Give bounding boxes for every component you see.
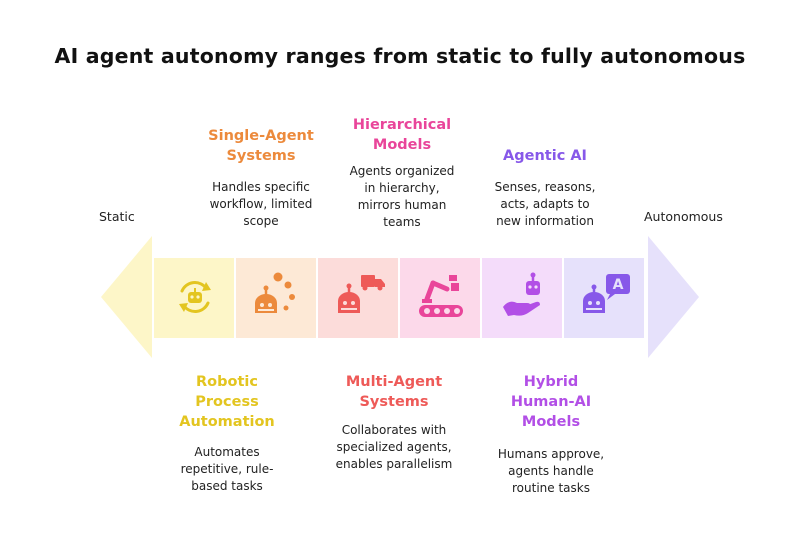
stage-hierarchical: Hierarchical Models Agents organized in …	[324, 115, 480, 231]
stage-hybrid: Hybrid Human-AI Models Humans approve, a…	[476, 372, 626, 497]
stage-hybrid-desc: Humans approve, agents handle routine ta…	[497, 447, 605, 495]
stage-hierarchical-title: Hierarchical Models	[352, 117, 452, 153]
stage-rpa-desc: Automates repetitive, rule- based tasks	[180, 445, 274, 493]
svg-text:A: A	[613, 277, 624, 293]
stage-multi-agent-title: Multi-Agent Systems	[345, 374, 443, 410]
spectrum-segment	[236, 258, 316, 338]
spectrum-segment	[400, 258, 480, 338]
spectrum-segment	[482, 258, 562, 338]
robot-speech-icon: A	[583, 274, 630, 313]
static-end-label: Static	[99, 209, 135, 224]
stage-single-agent: Single-Agent Systems Handles specific wo…	[186, 126, 336, 230]
stage-hierarchical-desc: Agents organized in hierarchy, mirrors h…	[349, 164, 455, 229]
stage-multi-agent-desc: Collaborates with specialized agents, en…	[335, 423, 453, 471]
stage-agentic-ai-desc: Senses, reasons, acts, adapts to new inf…	[494, 180, 596, 228]
robot-arm-conveyor-icon	[419, 275, 463, 317]
robot-dots-icon	[255, 272, 295, 313]
stage-rpa-title: Robotic Process Automation	[179, 374, 275, 430]
refresh-robot-icon	[179, 281, 211, 313]
left-arrowhead	[101, 236, 152, 358]
hand-robot-icon	[503, 272, 540, 316]
right-arrowhead	[648, 236, 699, 358]
stage-single-agent-desc: Handles specific workflow, limited scope	[209, 180, 313, 228]
stage-rpa: Robotic Process Automation Automates rep…	[160, 372, 294, 495]
stage-single-agent-title: Single-Agent Systems	[208, 128, 314, 164]
stage-multi-agent: Multi-Agent Systems Collaborates with sp…	[316, 372, 472, 473]
stage-agentic-ai: Agentic AI Senses, reasons, acts, adapts…	[470, 146, 620, 230]
stage-agentic-ai-title: Agentic AI	[503, 148, 587, 164]
robot-truck-icon	[338, 275, 385, 313]
page-title: AI agent autonomy ranges from static to …	[54, 44, 746, 68]
stage-hybrid-title: Hybrid Human-AI Models	[510, 374, 592, 430]
autonomous-end-label: Autonomous	[644, 209, 723, 224]
